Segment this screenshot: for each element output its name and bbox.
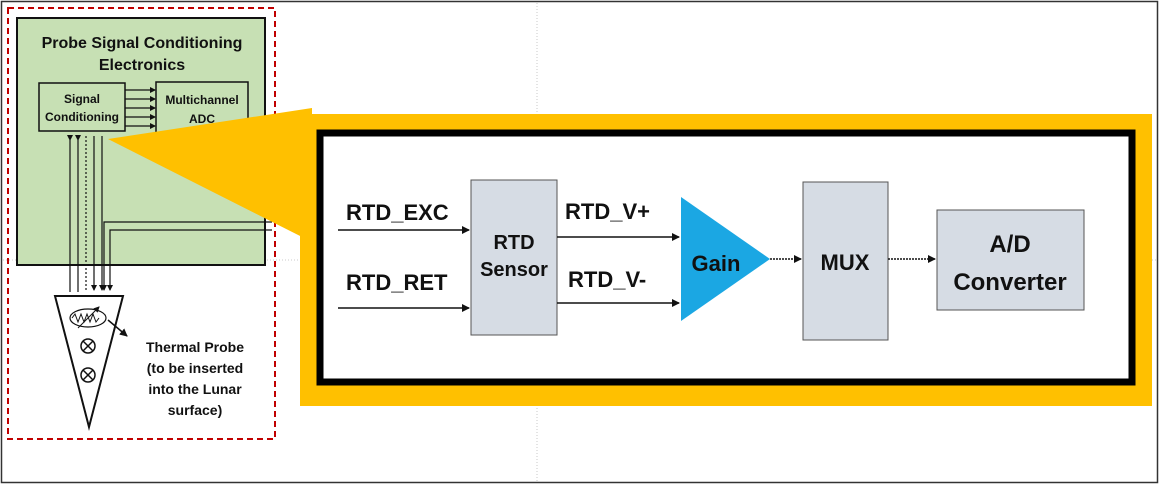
mux-block xyxy=(802,181,889,341)
callout-wedge xyxy=(108,108,312,242)
signal-conditioning-line2: Conditioning xyxy=(45,110,119,124)
signal-conditioning-line1: Signal xyxy=(64,92,100,106)
probe-label-pointer xyxy=(107,319,128,337)
probe-label-line1: Thermal Probe xyxy=(146,339,244,355)
conditioning-title-line1: Probe Signal Conditioning xyxy=(42,35,243,52)
probe-sensor-icon-1 xyxy=(80,338,96,354)
probe-label-line4: surface) xyxy=(168,402,222,418)
probe-wires xyxy=(67,135,272,292)
rtd-v-neg-label: RTD_V- xyxy=(568,267,646,292)
mux-label: MUX xyxy=(821,250,870,275)
multichannel-adc-line2: ADC xyxy=(189,112,215,126)
conditioning-title-line2: Electronics xyxy=(99,57,185,74)
thermal-probe xyxy=(53,295,125,431)
rtd-element-icon xyxy=(69,308,107,328)
ad-converter-line1: A/D xyxy=(989,231,1030,258)
gain-amplifier xyxy=(681,197,770,321)
conditioning-to-adc-arrows xyxy=(125,87,156,129)
rtd-variable-arrow xyxy=(77,306,100,329)
rtd-sensor-line2: Sensor xyxy=(480,259,548,281)
multichannel-adc-line1: Multichannel xyxy=(165,93,238,107)
ad-converter-line2: Converter xyxy=(953,269,1066,296)
rtd-sensor-line1: RTD xyxy=(493,232,534,254)
probe-label-line3: into the Lunar xyxy=(148,381,242,397)
probe-sensor-icon-2 xyxy=(80,367,96,383)
rtd-exc-label: RTD_EXC xyxy=(346,200,449,225)
probe-label-line2: (to be inserted xyxy=(147,360,243,376)
rtd-v-pos-label: RTD_V+ xyxy=(565,199,650,224)
rtd-resistor-zigzag xyxy=(71,312,100,324)
signal-conditioning-block xyxy=(38,82,126,132)
ad-converter-block xyxy=(936,209,1085,311)
probe-system-boundary xyxy=(7,7,276,440)
rtd-ret-label: RTD_RET xyxy=(346,270,448,295)
gain-label: Gain xyxy=(692,251,741,276)
rtd-sensor-block xyxy=(470,179,558,336)
